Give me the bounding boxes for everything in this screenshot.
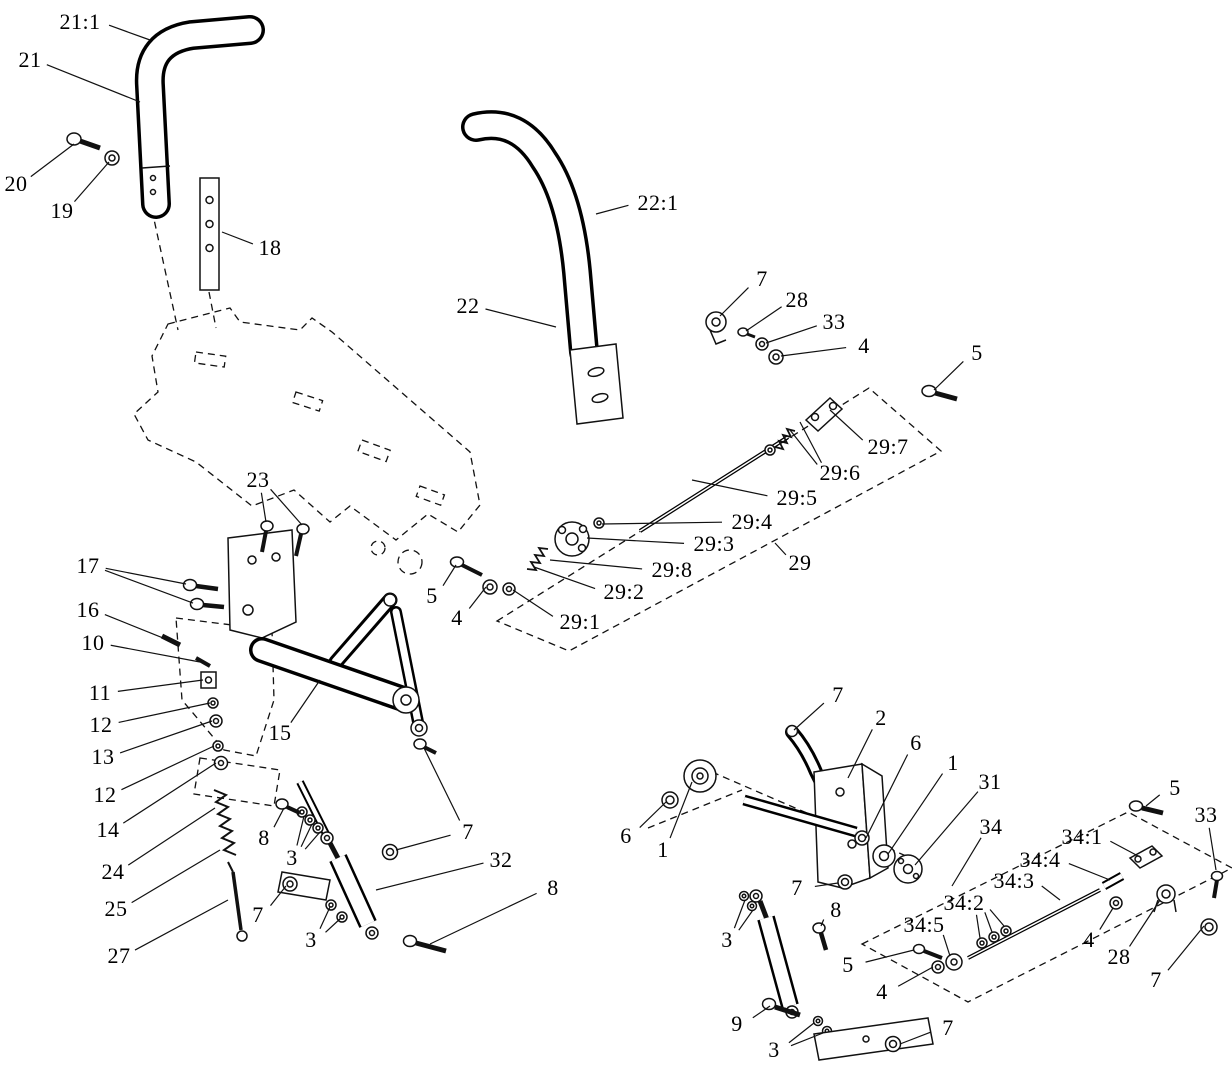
callout-15: 15	[268, 720, 292, 745]
pivot-shaft-art	[249, 592, 437, 861]
callout-34: 34	[979, 814, 1003, 839]
callout-29: 29	[788, 550, 812, 575]
callout-22-1: 22:1	[637, 190, 679, 215]
callout-4: 4	[876, 979, 888, 1004]
callout-28: 28	[1107, 944, 1131, 969]
callout-22: 22	[456, 293, 480, 318]
callout-33: 33	[822, 309, 846, 334]
callout-4: 4	[858, 333, 870, 358]
callout-5: 5	[971, 340, 983, 365]
leader-lines	[30, 24, 1217, 1047]
callout-34-3: 34:3	[993, 868, 1035, 893]
callout-5: 5	[842, 952, 854, 977]
callout-4: 4	[451, 605, 463, 630]
callout-29-7: 29:7	[867, 434, 909, 459]
callout-33: 33	[1194, 802, 1218, 827]
callout-27: 27	[107, 943, 131, 968]
callout-19: 19	[50, 198, 74, 223]
callout-1: 1	[657, 837, 669, 862]
callout-20: 20	[4, 171, 28, 196]
callout-6: 6	[910, 730, 922, 755]
callout-8: 8	[258, 825, 270, 850]
upper-handle-art	[134, 15, 265, 219]
callout-12: 12	[89, 712, 113, 737]
callout-17: 17	[76, 553, 100, 578]
bolt-20-washer-19-art	[66, 132, 120, 166]
callout-12: 12	[93, 782, 117, 807]
callout-29-8: 29:8	[651, 557, 693, 582]
callout-24: 24	[101, 859, 125, 884]
motion-control-art	[661, 724, 923, 890]
callout-29-2: 29:2	[603, 579, 645, 604]
callout-21-1: 21:1	[59, 9, 101, 34]
callout-14: 14	[96, 817, 120, 842]
callout-7: 7	[791, 875, 803, 900]
callout-16: 16	[76, 597, 100, 622]
callout-32: 32	[489, 847, 513, 872]
callout-29-1: 29:1	[559, 609, 601, 634]
callout-3: 3	[768, 1037, 780, 1062]
callout-8: 8	[830, 897, 842, 922]
callout-9: 9	[731, 1011, 743, 1036]
bracket-18-art	[199, 177, 220, 291]
callout-34-4: 34:4	[1019, 847, 1061, 872]
callout-3: 3	[286, 845, 298, 870]
callout-1: 1	[947, 750, 959, 775]
callout-3: 3	[721, 927, 733, 952]
callout-25: 25	[104, 896, 128, 921]
callout-5: 5	[1169, 775, 1181, 800]
callout-6: 6	[620, 823, 632, 848]
callout-8: 8	[547, 875, 559, 900]
callout-7: 7	[832, 682, 844, 707]
callout-34-2: 34:2	[943, 890, 985, 915]
callout-7: 7	[942, 1015, 954, 1040]
callout-18: 18	[258, 235, 282, 260]
callout-34-5: 34:5	[903, 912, 945, 937]
callout-13: 13	[91, 744, 115, 769]
callout-21: 21	[18, 47, 42, 72]
callout-11: 11	[88, 680, 112, 705]
callout-34-1: 34:1	[1061, 824, 1103, 849]
callout-2: 2	[875, 705, 887, 730]
spring-rod-art	[213, 789, 248, 942]
damper-32-art	[275, 780, 447, 954]
callout-3: 3	[305, 927, 317, 952]
callout-31: 31	[978, 769, 1002, 794]
callout-23: 23	[246, 467, 270, 492]
callout-7: 7	[462, 819, 474, 844]
callout-29-4: 29:4	[731, 509, 773, 534]
callout-7: 7	[1150, 967, 1162, 992]
callout-10: 10	[81, 630, 105, 655]
rod-34-art	[912, 800, 1224, 974]
callout-4: 4	[1083, 927, 1095, 952]
linkage-small-parts-art	[160, 633, 229, 771]
callout-7: 7	[252, 902, 264, 927]
lower-handle-art	[461, 110, 624, 425]
pivot-bracket-art	[182, 520, 310, 639]
callout-29-3: 29:3	[693, 531, 735, 556]
callout-28: 28	[785, 287, 809, 312]
callout-5: 5	[426, 583, 438, 608]
callout-29-6: 29:6	[819, 460, 861, 485]
callout-29-5: 29:5	[776, 485, 818, 510]
callout-7: 7	[756, 266, 768, 291]
